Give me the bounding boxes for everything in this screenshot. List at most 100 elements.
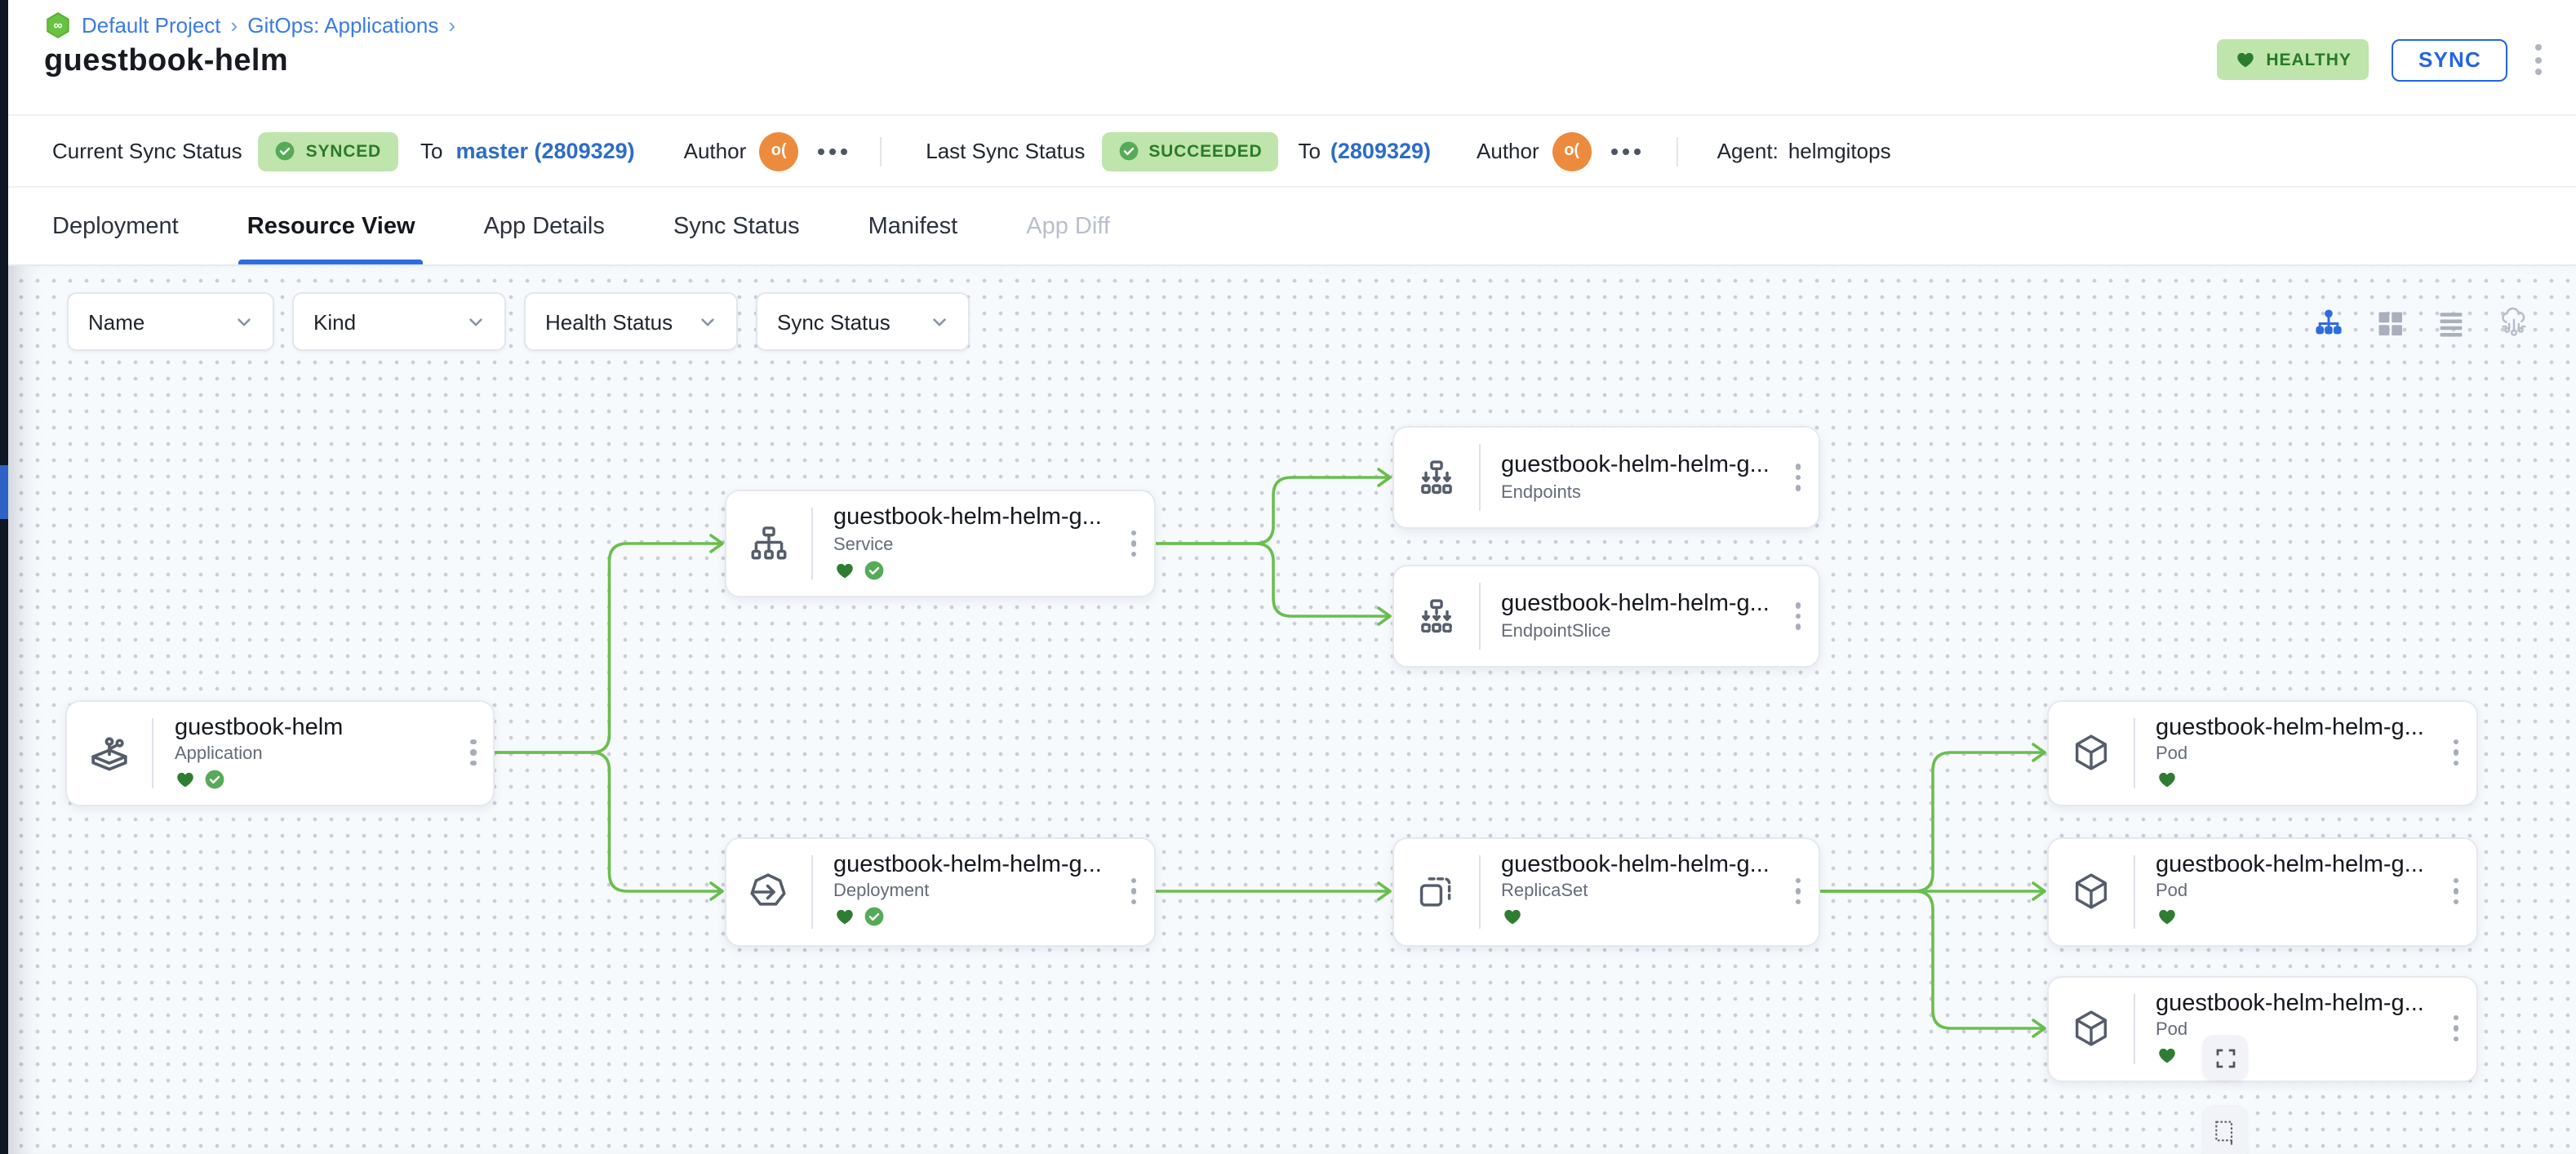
node-kind: Pod	[2156, 881, 2188, 901]
endpointslice-icon	[1393, 566, 1478, 666]
commit-more-button[interactable]	[818, 148, 848, 154]
node-menu-button[interactable]	[454, 701, 493, 804]
author-label: Author	[1477, 139, 1539, 163]
sync-status-bar: Current Sync Status SYNCED To master (28…	[8, 114, 2576, 188]
grid-view-icon[interactable]	[2375, 308, 2405, 338]
list-view-icon[interactable]	[2436, 308, 2467, 338]
to-label: To	[1298, 139, 1321, 163]
resource-node-deployment[interactable]: guestbook-helm-helm-g... Deployment	[724, 837, 1155, 946]
breadcrumb-project-link[interactable]: Default Project	[82, 13, 221, 38]
healthy-heart-icon	[2156, 1045, 2177, 1066]
healthy-heart-icon	[175, 769, 196, 790]
endpoints-icon	[1393, 428, 1478, 527]
app-more-menu-button[interactable]	[2530, 38, 2547, 82]
node-menu-button[interactable]	[2436, 838, 2476, 944]
tab-resource-view[interactable]: Resource View	[238, 188, 424, 264]
node-kind: Pod	[2156, 744, 2188, 764]
resource-node-pod[interactable]: guestbook-helm-helm-g... Pod	[2046, 699, 2477, 806]
node-kind: Deployment	[833, 881, 930, 901]
node-title: guestbook-helm-helm-g...	[1501, 851, 1770, 877]
breadcrumb-applications-link[interactable]: GitOps: Applications	[247, 13, 439, 38]
node-menu-button[interactable]	[1779, 838, 1818, 944]
healthy-heart-icon	[833, 906, 855, 927]
healthy-heart-icon	[1501, 906, 1522, 927]
node-menu-button[interactable]	[1114, 838, 1153, 944]
divider	[2133, 854, 2134, 928]
resource-node-replicaset[interactable]: guestbook-helm-helm-g... ReplicaSet	[1392, 837, 1819, 946]
resource-node-application[interactable]: guestbook-helm Application	[65, 699, 495, 806]
tab-deployment[interactable]: Deployment	[52, 213, 179, 239]
healthy-heart-icon	[833, 559, 855, 580]
chevron-down-icon	[933, 317, 946, 326]
synced-check-icon	[863, 559, 884, 580]
kind-filter-dropdown[interactable]: Kind	[292, 292, 506, 351]
node-menu-button[interactable]	[1779, 428, 1818, 527]
node-title: guestbook-helm-helm-g...	[833, 851, 1102, 877]
agent-label: Agent:	[1717, 139, 1779, 163]
selection-mode-button[interactable]	[2202, 1105, 2248, 1154]
divider	[811, 508, 812, 579]
page-header: ∞ Default Project › GitOps: Applications…	[8, 0, 2576, 114]
node-title: guestbook-helm-helm-g...	[2156, 990, 2424, 1016]
network-view-icon[interactable]	[2498, 307, 2530, 340]
divider	[152, 717, 153, 788]
author-label: Author	[683, 139, 747, 163]
synced-badge: SYNCED	[258, 131, 398, 171]
deployment-icon	[726, 838, 811, 944]
author-avatar: o(	[759, 131, 799, 171]
resource-node-pod[interactable]: guestbook-helm-helm-g... Pod	[2046, 975, 2477, 1081]
healthy-heart-icon	[2156, 906, 2177, 927]
sync-status-filter-dropdown[interactable]: Sync Status	[756, 292, 970, 351]
synced-check-icon	[863, 906, 884, 927]
health-status-badge: HEALTHY	[2217, 39, 2369, 80]
node-title: guestbook-helm-helm-g...	[1501, 591, 1770, 618]
node-kind: EndpointSlice	[1501, 621, 1611, 641]
to-label: To	[420, 139, 443, 163]
resource-node-endpointslice[interactable]: guestbook-helm-helm-g... EndpointSlice	[1392, 565, 1819, 668]
health-status-filter-dropdown[interactable]: Health Status	[524, 292, 738, 351]
tab-manifest[interactable]: Manifest	[868, 213, 958, 239]
node-menu-button[interactable]	[2436, 701, 2476, 804]
node-kind: Endpoints	[1501, 482, 1581, 503]
tab-app-details[interactable]: App Details	[483, 213, 605, 239]
tab-app-diff: App Diff	[1026, 213, 1110, 239]
fit-view-button[interactable]	[2202, 1035, 2248, 1081]
node-menu-button[interactable]	[1779, 566, 1818, 666]
heart-icon	[2235, 49, 2256, 70]
resource-filters: Name Kind Health Status Sync Status	[67, 292, 970, 351]
app-tabs: Deployment Resource View App Details Syn…	[8, 188, 2576, 266]
node-kind: ReplicaSet	[1501, 881, 1588, 901]
pod-icon	[2048, 838, 2133, 944]
node-kind: Application	[175, 744, 263, 764]
commit-more-button[interactable]	[1610, 148, 1641, 154]
expand-icon	[2215, 1048, 2235, 1067]
divider	[1478, 854, 1480, 928]
resource-node-pod[interactable]: guestbook-helm-helm-g... Pod	[2046, 837, 2477, 946]
node-title: guestbook-helm-helm-g...	[833, 504, 1102, 530]
resource-graph-canvas[interactable]: Name Kind Health Status Sync Status	[8, 266, 2576, 1154]
divider	[811, 854, 812, 928]
resource-node-service[interactable]: guestbook-helm-helm-g... Service	[724, 490, 1155, 597]
current-revision-link[interactable]: master (2809329)	[455, 139, 635, 163]
resource-node-endpoints[interactable]: guestbook-helm-helm-g... Endpoints	[1392, 426, 1819, 529]
breadcrumb: ∞ Default Project › GitOps: Applications…	[44, 11, 455, 39]
divider	[880, 136, 882, 166]
sync-button[interactable]: SYNC	[2392, 38, 2507, 81]
last-sync-status-label: Last Sync Status	[926, 139, 1086, 163]
dashed-selection-icon	[2215, 1121, 2233, 1145]
collapsed-sidebar-rail[interactable]	[0, 0, 8, 1154]
breadcrumb-separator: ›	[448, 13, 456, 38]
chevron-down-icon	[469, 317, 482, 326]
divider	[1478, 444, 1480, 511]
last-revision-link[interactable]: (2809329)	[1330, 139, 1432, 163]
svg-text:∞: ∞	[53, 19, 62, 33]
replicaset-icon	[1393, 838, 1478, 944]
node-title: guestbook-helm-helm-g...	[2156, 851, 2424, 877]
author-avatar: o(	[1552, 131, 1592, 171]
node-menu-button[interactable]	[1114, 491, 1153, 596]
name-filter-dropdown[interactable]: Name	[67, 292, 274, 351]
tab-sync-status[interactable]: Sync Status	[673, 213, 800, 239]
pod-icon	[2048, 977, 2133, 1080]
node-menu-button[interactable]	[2436, 977, 2476, 1080]
tree-view-icon[interactable]	[2313, 308, 2344, 338]
